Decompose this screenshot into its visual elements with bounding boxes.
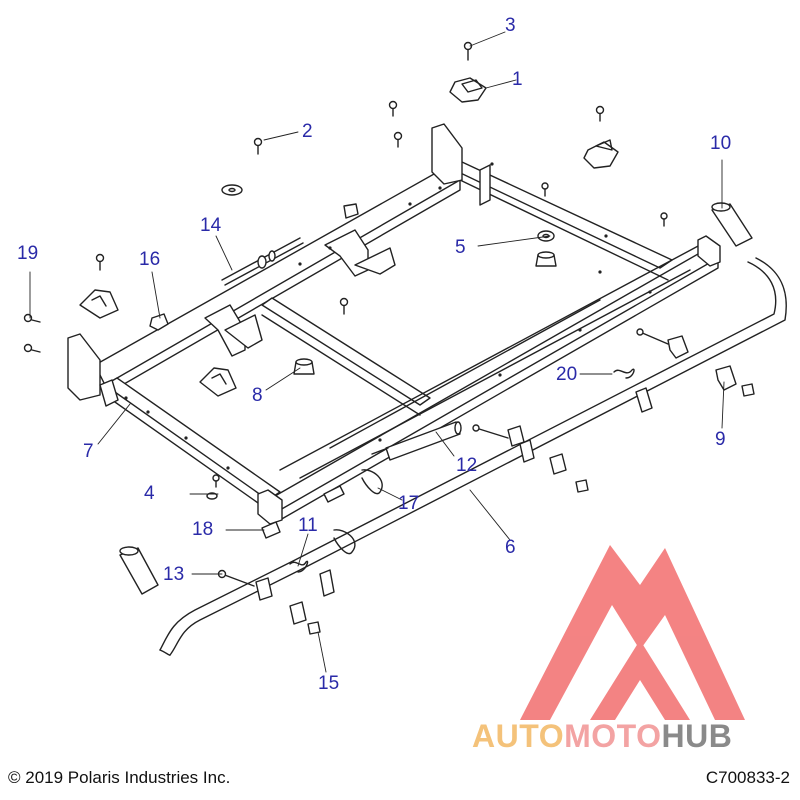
rail-tabs	[99, 229, 396, 407]
corner-brackets	[67, 123, 721, 525]
leader-lines	[29, 31, 725, 673]
callout-10: 10	[710, 133, 732, 154]
callout-8: 8	[252, 385, 263, 406]
nut-top	[343, 203, 359, 219]
part-17-hairpin	[333, 469, 383, 555]
part-12-strut	[371, 421, 462, 461]
callout-7: 7	[83, 441, 94, 462]
washers	[206, 184, 555, 500]
part-10-end-cap	[711, 202, 753, 247]
frame-left-rail	[94, 164, 461, 396]
part-6-side-rail	[159, 257, 787, 656]
part-1-bracket	[449, 77, 487, 103]
callout-17: 17	[398, 493, 420, 514]
callout-6: 6	[505, 537, 516, 558]
part-1-bracket-right	[583, 139, 619, 169]
part-14-bolt	[221, 237, 304, 286]
small-screws	[23, 100, 668, 488]
torsion-springs	[289, 368, 635, 573]
lock-nuts	[307, 383, 755, 635]
tie-down-loops	[79, 289, 237, 397]
callout-4: 4	[144, 483, 155, 504]
part-3-screw	[463, 41, 473, 61]
callout-3: 3	[505, 15, 516, 36]
callout-11: 11	[298, 515, 318, 536]
callout-12: 12	[456, 455, 478, 476]
callout-1: 1	[512, 69, 523, 90]
frame-holes	[124, 162, 652, 470]
callout-15: 15	[318, 673, 340, 694]
drawing-number: C700833-2	[705, 768, 790, 787]
watermark-wordmark: AUTOMOTOHUB	[472, 718, 794, 758]
callout-9: 9	[715, 429, 726, 450]
callout-5: 5	[455, 237, 466, 258]
copyright-notice: © 2019 Polaris Industries Inc.	[8, 768, 231, 787]
callout-13: 13	[163, 564, 185, 585]
watermark-part-moto: MOTO	[564, 718, 662, 754]
clamp-bolts	[217, 328, 669, 587]
part-6-lower-cap	[119, 546, 159, 595]
callout-2: 2	[302, 121, 313, 142]
callout-19: 19	[17, 243, 39, 264]
part-8-bumper	[293, 358, 315, 375]
callout-18: 18	[192, 519, 214, 540]
frame-floor-panel	[279, 244, 701, 479]
frame-cross-members	[104, 161, 673, 511]
callout-16: 16	[139, 249, 161, 270]
tube-clamps	[255, 335, 737, 625]
part-18-pin	[261, 485, 345, 539]
watermark-part-auto: AUTO	[472, 718, 565, 754]
watermark-logo	[520, 545, 745, 720]
watermark-part-hub: HUB	[661, 718, 733, 754]
callout-20: 20	[556, 364, 578, 385]
part-16-nut	[149, 313, 169, 331]
part-2-screw	[253, 137, 263, 155]
callout-14: 14	[200, 215, 222, 236]
part-5-bumper	[535, 251, 557, 267]
